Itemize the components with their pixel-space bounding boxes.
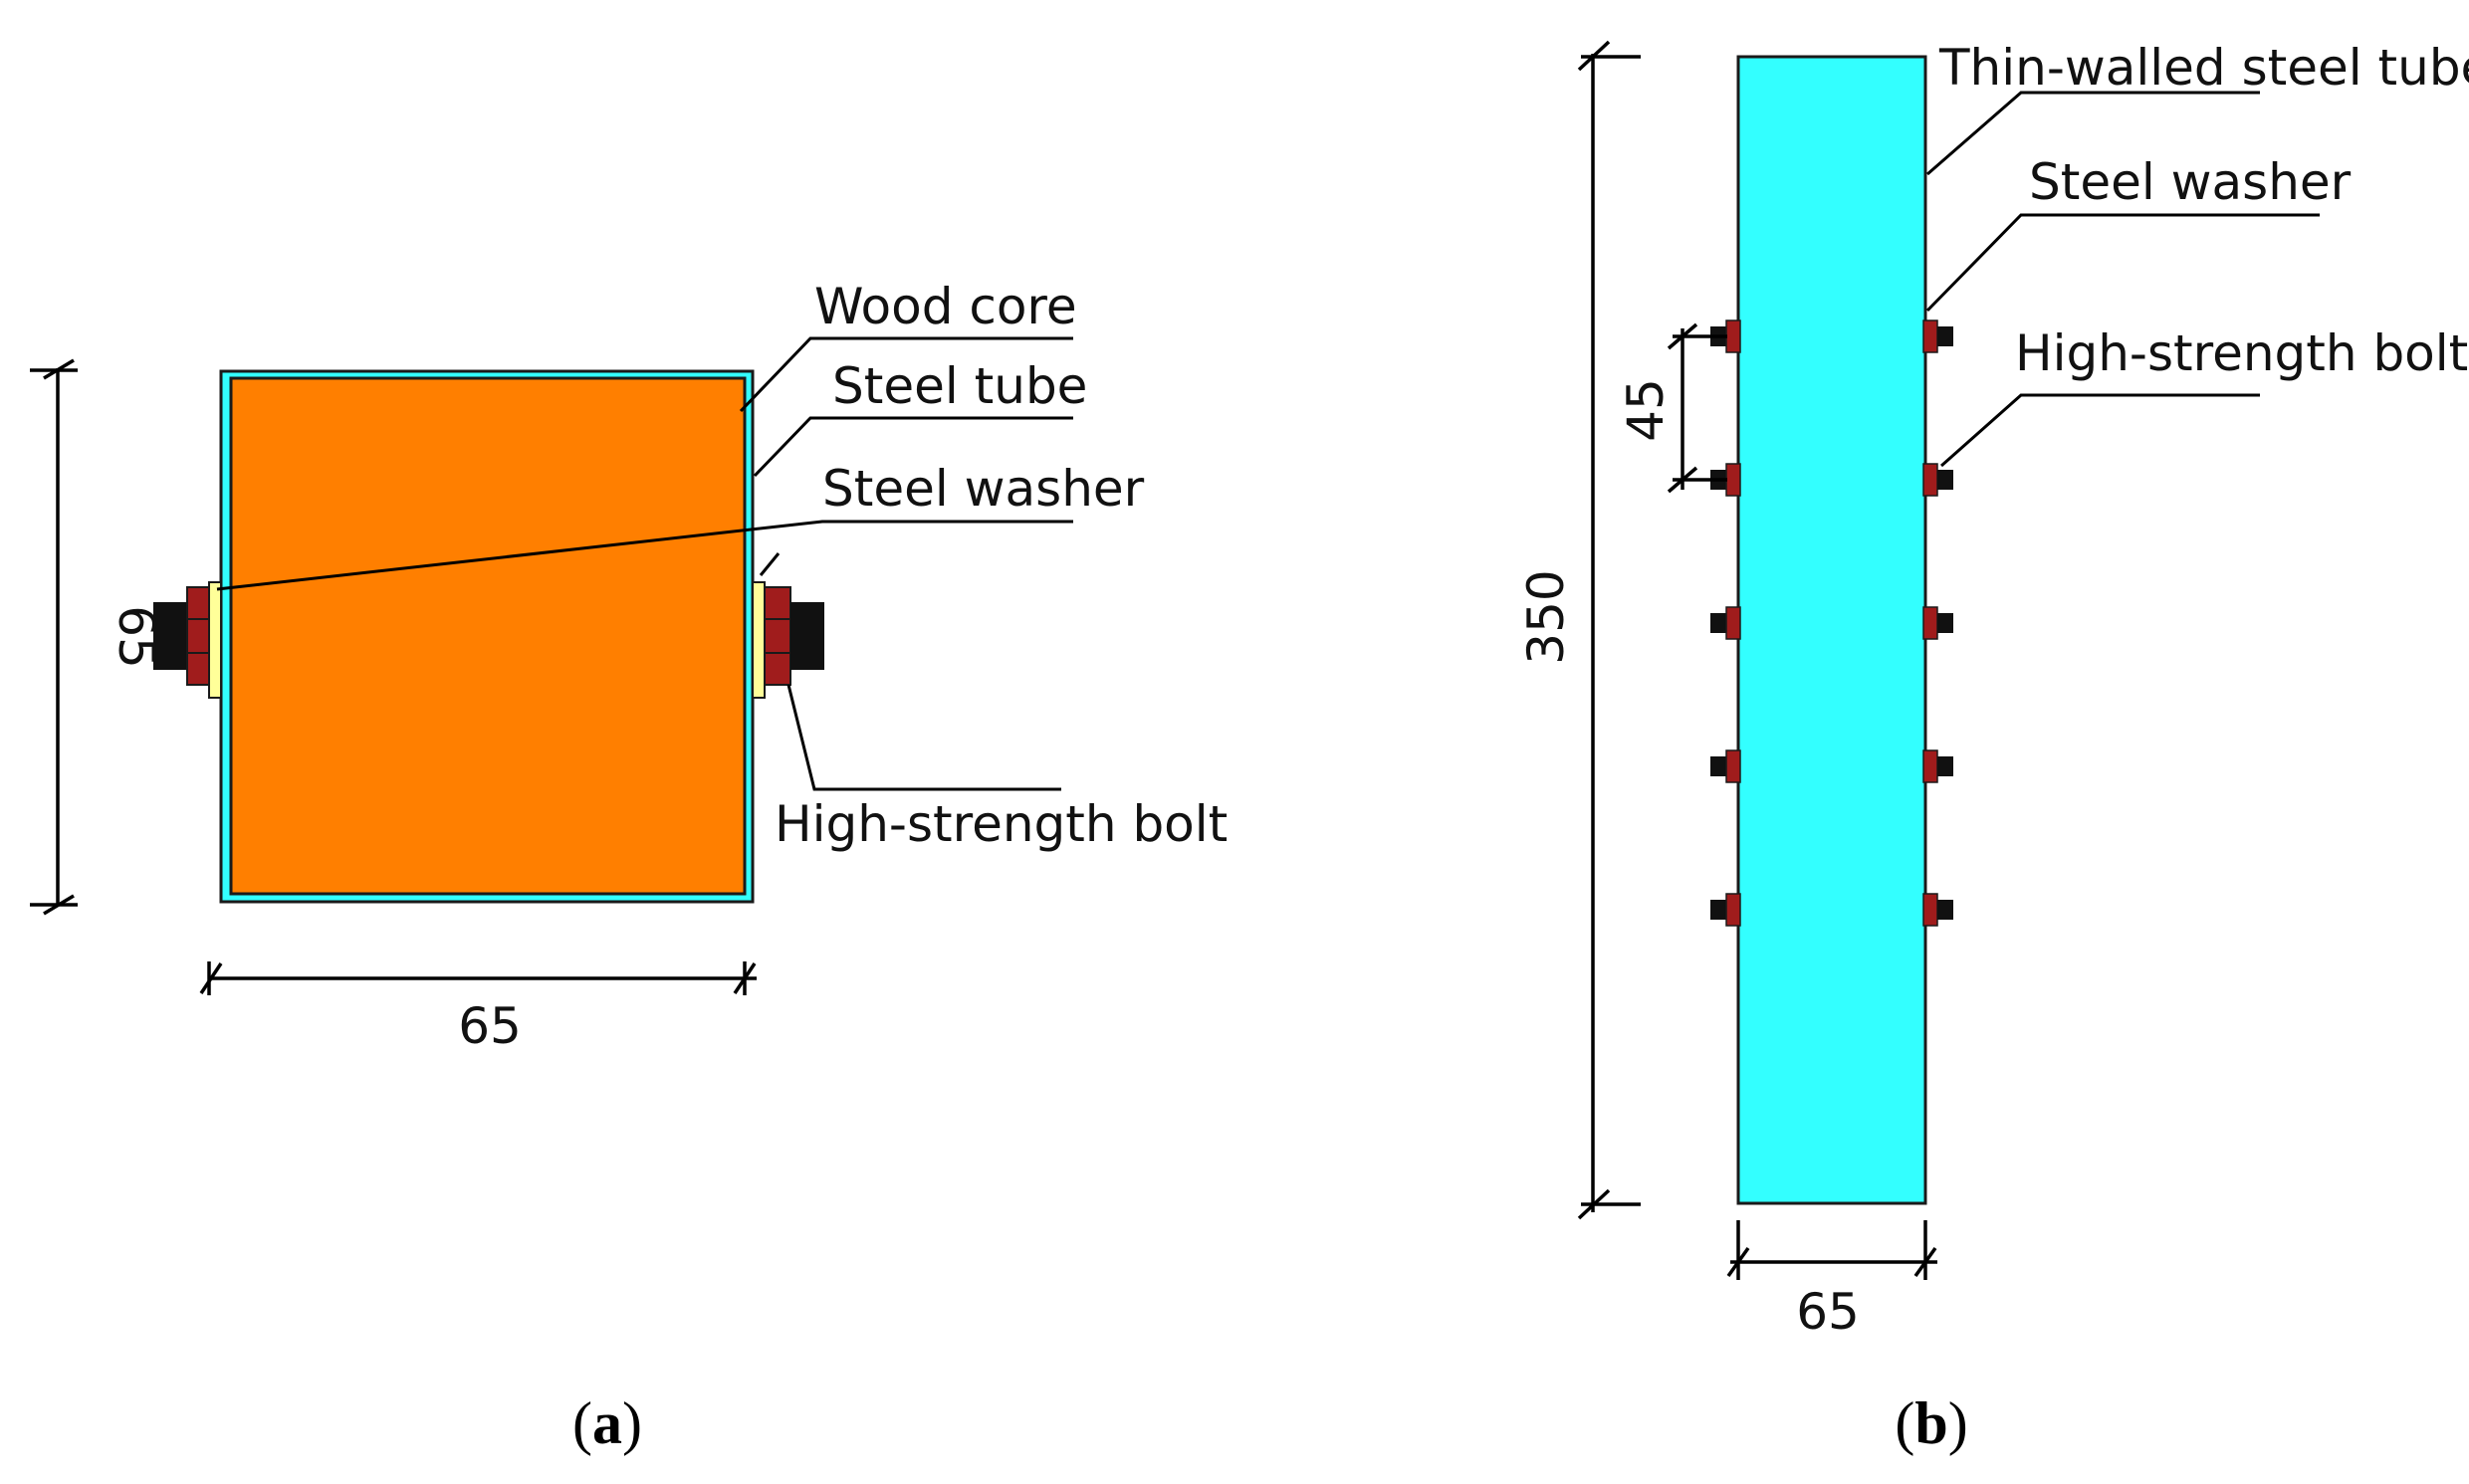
label-bolt: High-strength bolt xyxy=(2015,324,2468,382)
label-steel-washer: Steel washer xyxy=(2029,153,2352,211)
bolt-nut-left xyxy=(1725,749,1741,783)
thin-walled-steel-tube xyxy=(1736,55,1927,1205)
bolt-nut-left xyxy=(1725,463,1741,497)
leader-wood-core xyxy=(739,336,1073,413)
label-wood-core: Wood core xyxy=(814,278,1077,335)
bolt-rows xyxy=(1710,319,1953,927)
dimension-width: 65 xyxy=(199,961,757,1055)
dimension-width-value: 65 xyxy=(458,997,522,1055)
leader-bolt xyxy=(1940,393,2260,468)
leader-tube xyxy=(1926,91,2260,176)
dimension-spacing-value: 45 xyxy=(1617,378,1675,442)
bolt-shank-right xyxy=(1937,613,1953,633)
bolt-shank-left xyxy=(1710,900,1726,920)
steel-washer-right xyxy=(752,581,766,699)
label-steel-washer: Steel washer xyxy=(822,460,1145,518)
bolt-shank-right xyxy=(1937,756,1953,776)
bolt-nut-left xyxy=(1725,606,1741,640)
dimension-height-value: 65 xyxy=(108,605,165,669)
label-tube: Thin-walled steel tube xyxy=(1938,39,2469,97)
bolt-nut-left xyxy=(1725,319,1741,353)
steel-washer-left xyxy=(208,581,222,699)
dimension-length-value: 350 xyxy=(1517,569,1575,664)
dimension-width: 65 xyxy=(1726,1220,1937,1341)
bolt-nut-right xyxy=(1922,319,1938,353)
leader-steel-tube xyxy=(753,416,1073,478)
dimension-spacing: 45 xyxy=(1617,322,1727,494)
leader-steel-washer-right xyxy=(759,552,781,576)
caption-b: (b) xyxy=(1895,1390,1967,1456)
leader-washer xyxy=(1925,213,2320,313)
label-steel-tube: Steel tube xyxy=(832,357,1087,415)
bolt-nut-right xyxy=(1922,606,1938,640)
bolt-right-shank xyxy=(790,602,824,670)
panel-a: Wood core Steel tube Steel washer High-s… xyxy=(30,278,1228,1456)
label-bolt: High-strength bolt xyxy=(775,795,1228,853)
dimension-height: 65 xyxy=(30,358,165,916)
bolt-right-nut xyxy=(764,586,791,686)
panel-b: Thin-walled steel tube Steel washer High… xyxy=(1517,39,2469,1456)
bolt-nut-left xyxy=(1725,893,1741,927)
leader-steel-washer xyxy=(216,520,1073,591)
bolt-shank-left xyxy=(1710,756,1726,776)
bolt-shank-right xyxy=(1937,470,1953,490)
bolt-shank-left xyxy=(1710,613,1726,633)
bolt-shank-right xyxy=(1937,900,1953,920)
bolt-nut-right xyxy=(1922,463,1938,497)
bolt-left-shank xyxy=(153,602,187,670)
dimension-width-value: 65 xyxy=(1796,1283,1860,1341)
bolt-nut-right xyxy=(1922,749,1938,783)
bolt-left xyxy=(153,581,222,699)
caption-a: (a) xyxy=(572,1390,642,1456)
dimension-length: 350 xyxy=(1517,40,1641,1220)
leader-bolt xyxy=(786,684,1061,791)
bolt-right xyxy=(752,581,824,699)
bolt-shank-right xyxy=(1937,326,1953,346)
bolt-nut-right xyxy=(1922,893,1938,927)
wood-core xyxy=(229,376,747,896)
